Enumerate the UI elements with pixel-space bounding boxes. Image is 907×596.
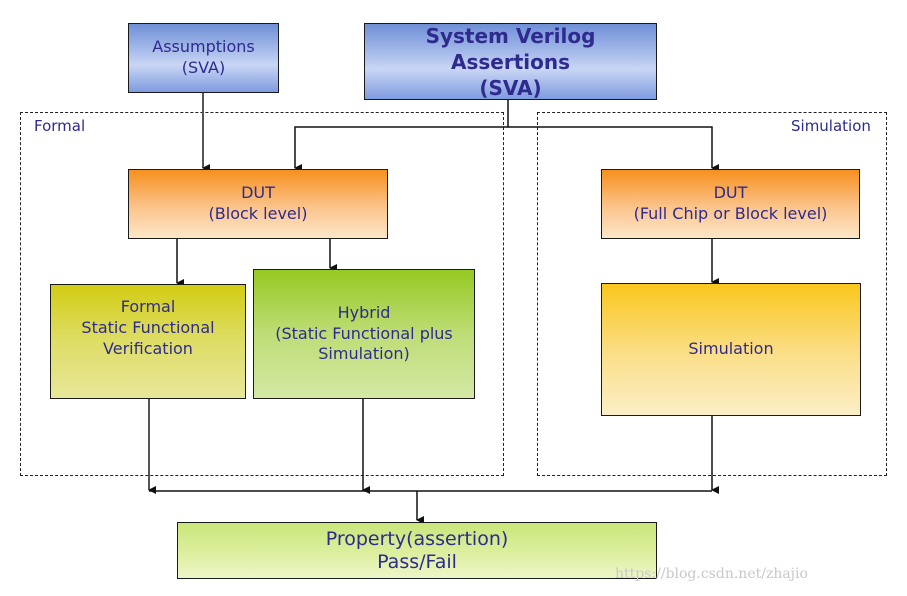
watermark: https://blog.csdn.net/zhajio [615, 566, 808, 582]
simulation-region-label: Simulation [791, 117, 871, 135]
formal-sfv-line2: Static Functional [81, 317, 215, 337]
dut-full-title: DUT [713, 183, 748, 203]
assumptions-box: Assumptions (SVA) [128, 23, 279, 93]
dut-full-subtitle: (Full Chip or Block level) [633, 204, 828, 223]
formal-region [20, 112, 504, 476]
sva-subtitle: (SVA) [479, 75, 542, 100]
property-title: Property(assertion) [325, 527, 509, 550]
dut-block-subtitle: (Block level) [208, 204, 308, 223]
dut-block-box: DUT (Block level) [128, 169, 388, 239]
sva-box: System Verilog Assertions (SVA) [364, 23, 657, 100]
dut-block-title: DUT [241, 183, 275, 203]
formal-sfv-box: Formal Static Functional Verification [50, 284, 246, 399]
sva-to-dut-block-arrow [294, 126, 508, 172]
assumptions-title: Assumptions [152, 37, 255, 57]
simulation-box: Simulation [601, 283, 861, 416]
assumptions-subtitle: (SVA) [181, 58, 226, 77]
formal-region-label: Formal [34, 117, 86, 135]
sva-to-dut-full-arrow [508, 126, 719, 172]
dut-full-box: DUT (Full Chip or Block level) [601, 169, 860, 239]
sva-title: System Verilog Assertions [425, 23, 596, 74]
simulation-title: Simulation [688, 339, 774, 359]
property-subtitle: Pass/Fail [377, 550, 457, 573]
hybrid-box: Hybrid (Static Functional plus Simulatio… [253, 269, 475, 399]
hybrid-line3: Simulation) [318, 344, 410, 364]
property-box: Property(assertion) Pass/Fail [177, 522, 657, 579]
formal-sfv-line1: Formal [120, 297, 176, 316]
hybrid-line1: Hybrid [337, 302, 391, 322]
formal-sfv-line3: Verification [103, 338, 193, 358]
hybrid-line2: (Static Functional plus [275, 323, 453, 343]
